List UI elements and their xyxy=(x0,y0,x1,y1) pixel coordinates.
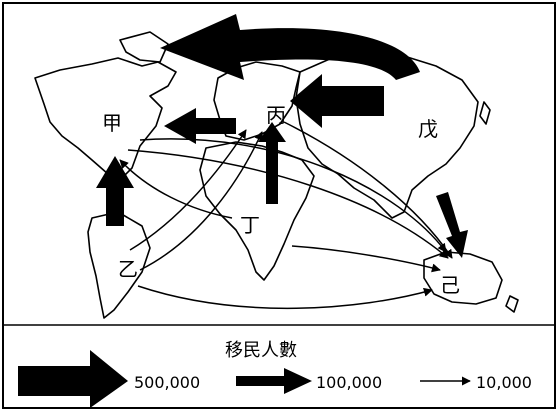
region-label-bing: 丙 xyxy=(266,103,286,127)
continent-south-america xyxy=(87,211,151,319)
arrow-wu-to-jia xyxy=(160,14,420,80)
arrow-bing-to-jia xyxy=(164,108,236,144)
continent-greenland xyxy=(119,31,169,63)
legend-value-large: 500,000 xyxy=(134,373,200,392)
arrow-jia-to-ji-2 xyxy=(139,138,447,253)
region-label-ji: 己 xyxy=(440,273,460,297)
arrow-yi-to-bing-2 xyxy=(139,131,263,271)
arrow-jia-to-ji xyxy=(127,149,449,259)
region-label-ding: 丁 xyxy=(240,213,260,237)
legend-value-medium: 100,000 xyxy=(316,373,382,392)
arrow-wu-to-ji xyxy=(436,192,468,258)
arrow-wu-to-bing xyxy=(290,74,384,128)
arrow-ding-to-bing xyxy=(258,122,286,204)
island-new-zealand xyxy=(505,295,519,313)
region-label-yi: 乙 xyxy=(118,257,138,281)
region-label-jia: 甲 xyxy=(102,111,122,135)
arrow-bing-to-ji xyxy=(283,121,453,259)
arrow-ding-to-jia xyxy=(119,159,233,219)
arrow-yi-to-ji xyxy=(137,285,433,309)
legend: 移民人數 500,000 100,000 10,000 xyxy=(18,340,532,408)
arrow-yi-to-bing xyxy=(129,129,247,251)
region-label-wu: 戊 xyxy=(418,117,438,141)
thin-arrows xyxy=(119,121,453,309)
continent-asia xyxy=(295,49,479,219)
legend-value-small: 10,000 xyxy=(476,373,532,392)
island-japan xyxy=(479,101,491,125)
continent-north-america xyxy=(34,57,177,181)
legend-arrow-medium xyxy=(236,368,312,394)
continents xyxy=(34,31,519,319)
legend-title: 移民人數 xyxy=(225,340,297,361)
arrow-yi-to-jia xyxy=(96,156,134,226)
legend-arrow-large xyxy=(18,350,128,408)
arrow-ding-to-ji xyxy=(291,245,441,273)
continent-africa xyxy=(199,141,315,281)
